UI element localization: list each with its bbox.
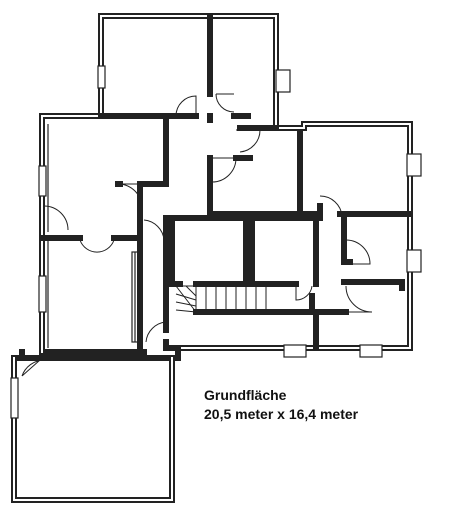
doors (21, 93, 373, 377)
fixtures (47, 124, 139, 348)
door-left-room (43, 205, 69, 231)
door-hall-left (143, 219, 165, 241)
exterior-wall-garage (11, 355, 175, 503)
window-left-upper (97, 65, 106, 89)
window-bottom-right (359, 344, 383, 358)
wall-small-room-left (341, 215, 353, 265)
exterior-wall-core-garage (13, 357, 173, 501)
window-right-lower (406, 249, 422, 273)
wall-stair-bottom (193, 293, 315, 315)
door-entry (145, 321, 167, 343)
wall-small-room-bottom-b (369, 279, 405, 291)
window-right-upper (406, 153, 422, 177)
door-middle-room (211, 157, 237, 183)
staircase (175, 285, 267, 313)
wall-entry (163, 339, 181, 351)
plan-dimensions: 20,5 meter x 16,4 meter (204, 406, 359, 422)
door-wc (295, 285, 313, 301)
door-lower-right (345, 285, 373, 313)
wall-bedroom-left-right (139, 113, 169, 187)
door-upper-right (236, 129, 261, 153)
wall-corridor-joint (301, 203, 323, 217)
exterior-wall-core-top (100, 15, 411, 349)
plan-caption: Grundfläche 20,5 meter x 16,4 meter (204, 386, 358, 424)
door-double-left (79, 239, 115, 253)
window-garage-left (10, 377, 19, 419)
door-upper-left (175, 95, 197, 117)
door-small-room (345, 239, 371, 265)
plan-title: Grundfläche (204, 387, 287, 403)
door-upper-middle (215, 93, 235, 113)
window-left-lower (38, 275, 47, 313)
window-bottom-middle (283, 344, 307, 358)
wall-bath-left (169, 215, 183, 287)
window-left-middle (38, 165, 47, 197)
wall-wc-left (249, 215, 299, 287)
window-upper-right (275, 69, 291, 93)
wall-bath-right (193, 215, 249, 287)
exterior-wall-core-left (41, 15, 102, 353)
door-garage (21, 359, 45, 377)
door-right-room (319, 195, 343, 217)
door-bedroom-left (117, 183, 143, 209)
wall-middle-room (207, 129, 303, 217)
windows (10, 65, 422, 419)
